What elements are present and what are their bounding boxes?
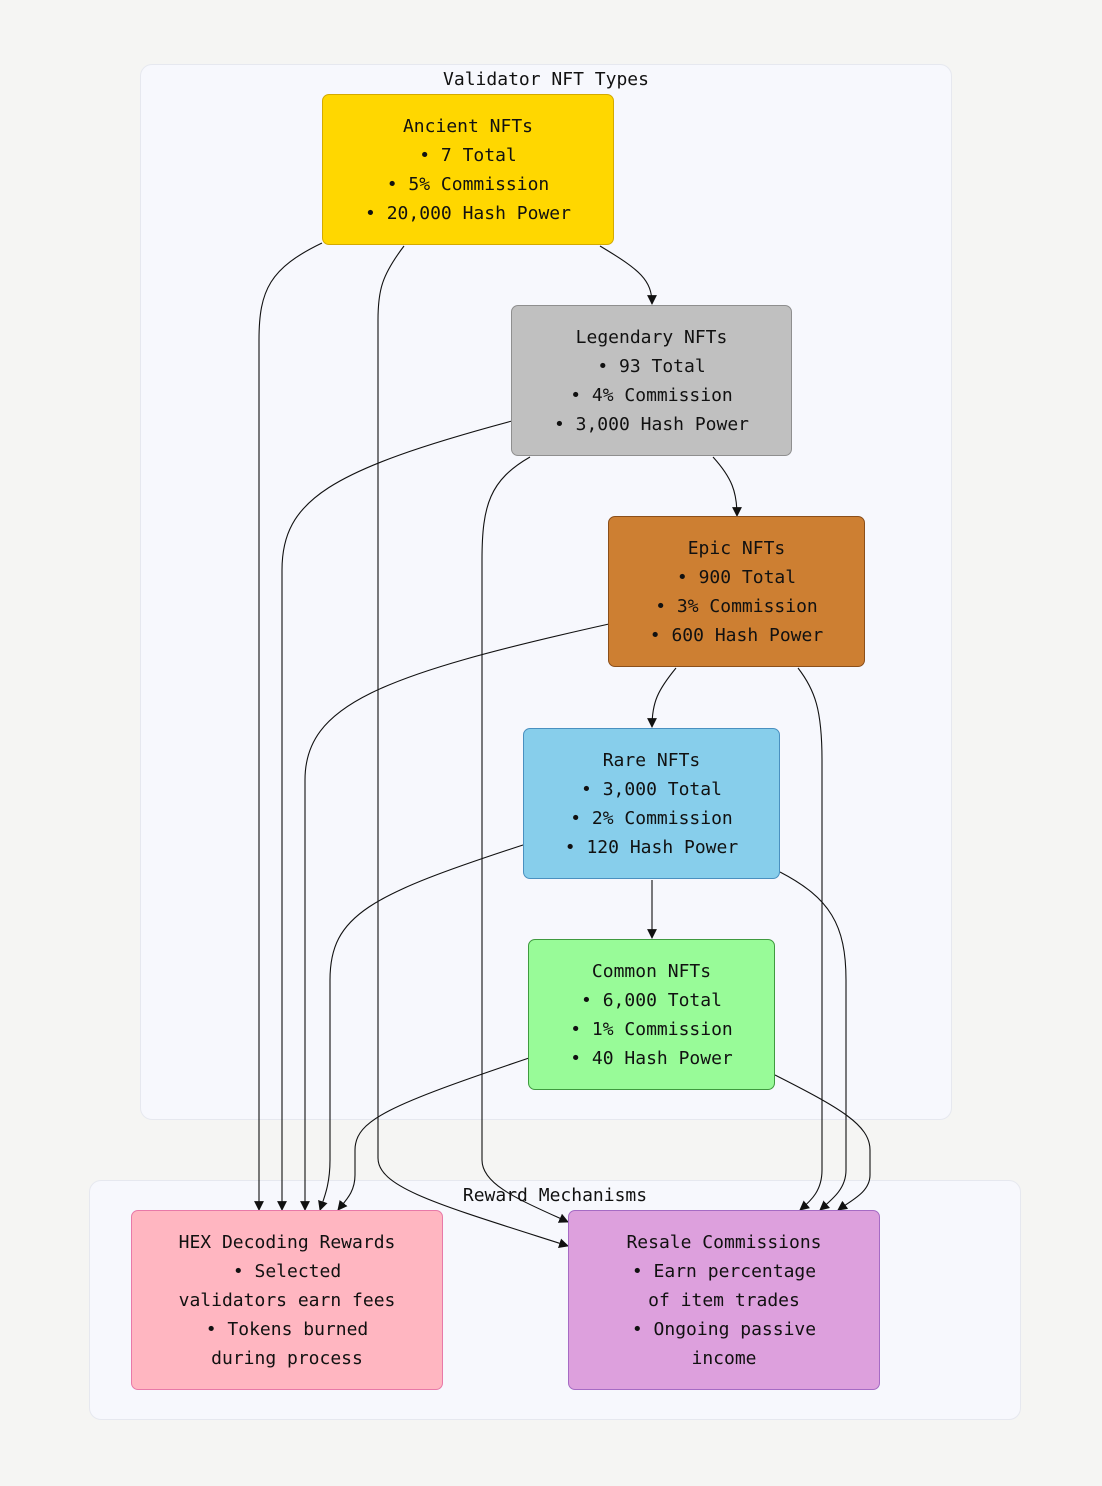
edge-epic-resale bbox=[797, 667, 823, 1211]
ancient-title: Ancient NFTs bbox=[402, 115, 534, 137]
edge-legendary-resale bbox=[481, 456, 569, 1223]
edge-common-resale bbox=[774, 1074, 871, 1211]
common-total: • 6,000 Total bbox=[581, 989, 722, 1011]
resale-line-2: of item trades bbox=[648, 1289, 800, 1311]
rare-commission: • 2% Commission bbox=[570, 807, 733, 829]
ancient-commission: • 5% Commission bbox=[386, 173, 550, 195]
ancient-hash-power: • 20,000 Hash Power bbox=[365, 202, 571, 224]
common-hash-power: • 40 Hash Power bbox=[570, 1047, 733, 1069]
resale-line-1: • Earn percentage bbox=[631, 1260, 817, 1282]
rare-title: Rare NFTs bbox=[602, 749, 701, 771]
common-commission: • 1% Commission bbox=[570, 1018, 733, 1040]
hex-title: HEX Decoding Rewards bbox=[178, 1231, 396, 1253]
legendary-total: • 93 Total bbox=[597, 355, 706, 377]
ancient-total: • 7 Total bbox=[419, 144, 517, 166]
hex-line-3: • Tokens burned bbox=[205, 1318, 369, 1340]
legendary-hash-power: • 3,000 Hash Power bbox=[553, 413, 750, 435]
edge-ancient-hex bbox=[254, 242, 323, 1211]
resale-line-4: income bbox=[691, 1347, 757, 1369]
resale-title: Resale Commissions bbox=[626, 1231, 822, 1253]
edge-rare-resale bbox=[779, 871, 847, 1211]
cluster-title-rewards: Reward Mechanisms bbox=[462, 1185, 648, 1206]
edge-common-hex bbox=[337, 1057, 530, 1211]
edge-epic-rare bbox=[647, 667, 677, 728]
cluster-title-validator: Validator NFT Types bbox=[443, 69, 649, 90]
node-common-nfts: Common NFTs • 6,000 Total • 1% Commissio… bbox=[528, 939, 775, 1090]
edge-ancient-resale bbox=[377, 245, 569, 1248]
rare-hash-power: • 120 Hash Power bbox=[564, 836, 739, 858]
hex-line-4: during process bbox=[211, 1347, 363, 1369]
hex-line-2: validators earn fees bbox=[178, 1289, 396, 1311]
epic-hash-power: • 600 Hash Power bbox=[649, 624, 824, 646]
epic-total: • 900 Total bbox=[676, 566, 797, 588]
node-hex-decoding-rewards: HEX Decoding Rewards • Selected validato… bbox=[131, 1210, 443, 1390]
rare-total: • 3,000 Total bbox=[581, 778, 722, 800]
hex-line-1: • Selected bbox=[232, 1260, 342, 1282]
edge-epic-hex bbox=[300, 623, 610, 1211]
legendary-title: Legendary NFTs bbox=[575, 326, 728, 348]
edge-rare-hex bbox=[318, 844, 524, 1211]
node-resale-commissions: Resale Commissions • Earn percentage of … bbox=[568, 1210, 880, 1390]
epic-title: Epic NFTs bbox=[687, 537, 786, 559]
node-epic-nfts: Epic NFTs • 900 Total • 3% Commission • … bbox=[608, 516, 865, 667]
node-legendary-nfts: Legendary NFTs • 93 Total • 4% Commissio… bbox=[511, 305, 792, 456]
edge-legendary-epic bbox=[712, 456, 742, 517]
edge-ancient-legendary bbox=[599, 245, 657, 305]
edge-legendary-hex bbox=[277, 420, 513, 1211]
node-ancient-nfts: Ancient NFTs • 7 Total • 5% Commission •… bbox=[322, 94, 614, 245]
resale-line-3: • Ongoing passive bbox=[631, 1318, 817, 1340]
common-title: Common NFTs bbox=[591, 960, 712, 982]
epic-commission: • 3% Commission bbox=[655, 595, 818, 617]
legendary-commission: • 4% Commission bbox=[570, 384, 733, 406]
node-rare-nfts: Rare NFTs • 3,000 Total • 2% Commission … bbox=[523, 728, 780, 879]
